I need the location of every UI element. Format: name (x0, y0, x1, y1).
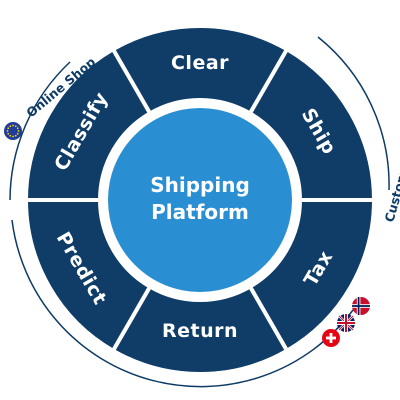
segment-label-return[interactable]: Return (162, 320, 238, 342)
customer-label: Customer (381, 154, 400, 224)
center-label-line2: Platform (151, 200, 249, 224)
customer-group: Customer (322, 154, 400, 347)
outer-arc-right (317, 36, 390, 191)
segment-label-clear[interactable]: Clear (171, 52, 229, 74)
outer-arc-bottom (11, 219, 354, 388)
center-circle (108, 108, 292, 292)
eu-flag-icon (4, 122, 22, 140)
center-label-line1: Shipping (150, 173, 250, 197)
outer-arc-left (9, 61, 71, 201)
segment-classify[interactable] (23, 46, 153, 202)
swiss-flag-icon (322, 329, 340, 347)
uk-flag-icon (337, 314, 355, 332)
segment-ring (23, 24, 377, 376)
outer-arcs (9, 36, 390, 388)
norway-flag-icon (352, 297, 370, 315)
